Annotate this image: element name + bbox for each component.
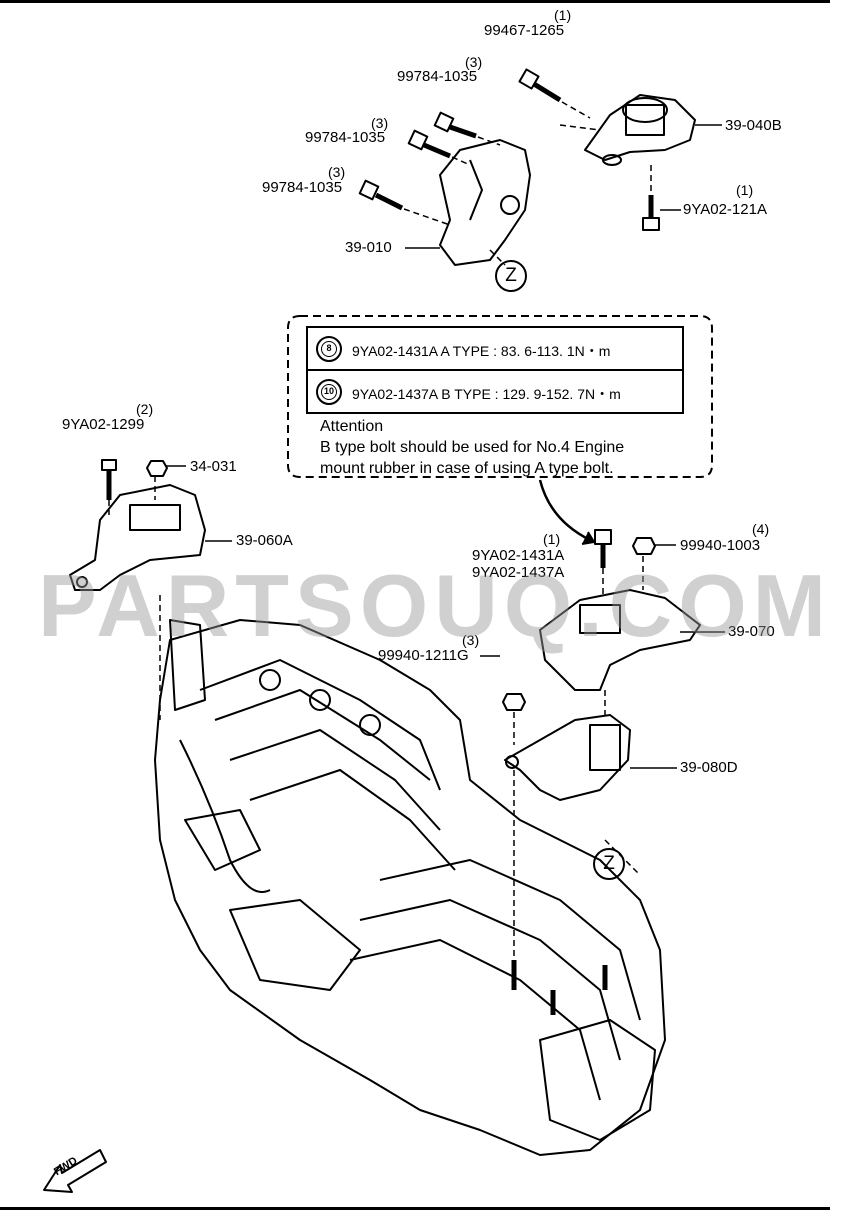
bottom-border (0, 1207, 830, 1210)
bolt-99467-1265 (518, 68, 562, 103)
mount-39-040B (584, 94, 696, 166)
part-9YA02-1431A: 9YA02-1431A (472, 547, 565, 564)
part-9YA02-1299: 9YA02-1299 (62, 416, 145, 433)
ref-marker-z-bottom: Z (593, 848, 625, 880)
fwd-arrow (43, 1149, 107, 1193)
part-99784-1035-b: 99784-1035 (305, 129, 386, 146)
part-39-070: 39-070 (728, 623, 775, 640)
part-9YA02-1437A: 9YA02-1437A (472, 564, 565, 581)
qty-9YA02-121A: (1) (736, 182, 754, 198)
attention-line-1: B type bolt should be used for No.4 Engi… (320, 439, 625, 456)
qty-99940-1003: (4) (752, 521, 770, 537)
torque-spec-table: 8 9YA02-1431A A TYPE : 83. 6-113. 1N・m 1… (306, 326, 684, 414)
watermark: PARTSOUQ.COM (38, 556, 832, 655)
part-39-060A: 39-060A (236, 532, 293, 549)
socket-size-icon: 8 (316, 336, 342, 362)
socket-size-icon: 10 (316, 379, 342, 405)
bolt-9YA02-121A (642, 195, 660, 231)
qty-9YA02-1299: (2) (136, 401, 154, 417)
mount-39-080D (504, 714, 631, 801)
mount-39-060A (69, 459, 206, 591)
qty-99784-1035-b: (3) (371, 115, 389, 131)
attention-title: Attention (320, 418, 384, 435)
part-39-010: 39-010 (345, 239, 392, 256)
torque-spec-row: 10 9YA02-1437A B TYPE : 129. 9-152. 7N・m (308, 371, 682, 414)
bolt-99784-1035-c (358, 179, 404, 211)
torque-spec-text: 9YA02-1437A B TYPE : 129. 9-152. 7N・m (352, 386, 621, 402)
qty-99784-1035-c: (3) (328, 164, 346, 180)
bolt-99784-1035-b (407, 129, 451, 159)
mount-39-070 (539, 529, 701, 691)
bracket-39-010 (439, 139, 531, 266)
qty-9YA02-1431A: (1) (543, 531, 561, 547)
part-39-040B: 39-040B (725, 117, 782, 134)
attention-note: Attention B type bolt should be used for… (320, 416, 624, 479)
part-34-031: 34-031 (190, 458, 237, 475)
part-99467-1265: 99467-1265 (484, 22, 565, 39)
part-39-080D: 39-080D (680, 759, 738, 776)
qty-99940-1211G: (3) (462, 632, 480, 648)
engine-assembly (154, 619, 666, 1156)
attention-line-2: mount rubber in case of using A type bol… (320, 460, 614, 477)
ref-marker-z-top: Z (495, 260, 527, 292)
part-99940-1003: 99940-1003 (680, 537, 761, 554)
bolt-99784-1035-a (433, 111, 477, 139)
torque-spec-text: 9YA02-1431A A TYPE : 83. 6-113. 1N・m (352, 343, 611, 359)
part-99940-1211G: 99940-1211G (378, 647, 469, 664)
part-99784-1035-a: 99784-1035 (397, 68, 478, 85)
qty-99784-1035-a: (3) (465, 54, 483, 70)
top-border (0, 0, 830, 3)
part-99784-1035-c: 99784-1035 (262, 179, 343, 196)
part-9YA02-121A: 9YA02-121A (683, 201, 767, 218)
qty-99467-1265: (1) (554, 7, 572, 23)
torque-spec-row: 8 9YA02-1431A A TYPE : 83. 6-113. 1N・m (308, 328, 682, 371)
